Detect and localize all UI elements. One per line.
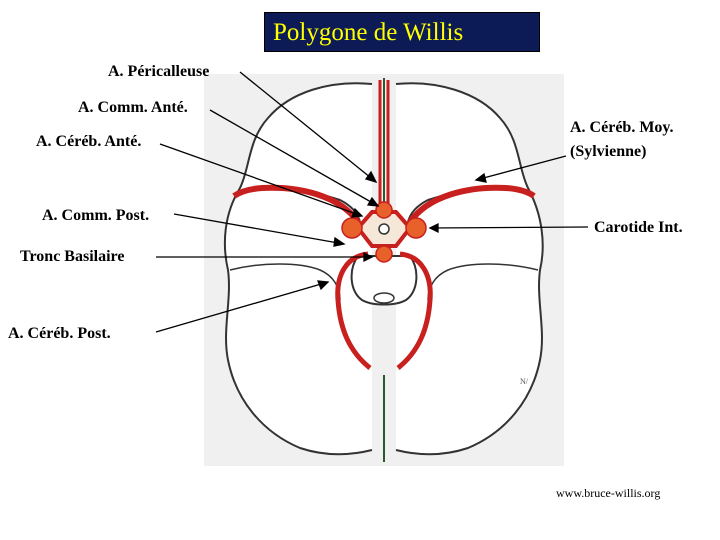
pointer-comm-post <box>173 213 345 245</box>
pointer-cereb-post <box>155 281 329 333</box>
arrowhead-tronc-basilaire <box>363 251 374 263</box>
pointer-cereb-ante <box>159 143 363 217</box>
pointer-carotide <box>429 226 589 229</box>
pointer-lines <box>155 71 589 333</box>
brain-left-hemisphere <box>223 82 373 456</box>
label-cereb-moy-line1: A. Céréb. Moy. <box>570 119 674 136</box>
title-box: Polygone de Willis <box>264 12 540 52</box>
label-pericalleuse: A. Péricalleuse <box>108 63 210 80</box>
node-carotid-right <box>405 217 427 239</box>
artery-posterior-cerebral-right <box>396 251 433 370</box>
brainstem <box>350 255 418 306</box>
label-tronc-basilaire: Tronc Basilaire <box>20 248 125 265</box>
node-anterior-communicating <box>375 201 393 219</box>
pointer-comm-ante <box>209 109 379 207</box>
pointer-pericalleuse <box>239 71 377 183</box>
brainstem-aqueduct <box>373 292 395 304</box>
artery-posterior-cerebral-left <box>335 251 372 370</box>
page-title: Polygone de Willis <box>273 19 464 46</box>
arrowhead-carotide <box>428 222 439 234</box>
label-comm-post: A. Comm. Post. <box>42 207 150 224</box>
artery-middle-cerebral-left <box>232 184 361 224</box>
label-carotide: Carotide Int. <box>594 219 683 236</box>
arrowhead-comm-ante <box>366 196 380 207</box>
label-cereb-moy-line2: (Sylvienne) <box>570 143 647 160</box>
arrowhead-cereb-post <box>317 280 330 291</box>
label-cereb-ante: A. Céréb. Anté. <box>36 133 142 150</box>
brain-right-hemisphere <box>395 82 544 456</box>
artist-signature: N/ <box>520 377 529 386</box>
arrowhead-cereb-ante <box>351 207 364 218</box>
node-carotid-left <box>341 217 363 239</box>
arrowhead-comm-post <box>333 236 346 247</box>
arrowhead-pericalleuse <box>364 170 378 184</box>
label-cereb-post: A. Céréb. Post. <box>8 325 111 342</box>
arrowhead-cereb-moy <box>474 172 487 183</box>
optic-chiasm <box>378 223 390 235</box>
artery-middle-cerebral-right <box>407 184 536 224</box>
credit-url: www.bruce-willis.org <box>556 486 661 500</box>
node-basilar-top <box>375 245 393 263</box>
pointer-cereb-moy <box>475 155 567 181</box>
label-comm-ante: A. Comm. Anté. <box>78 99 188 116</box>
